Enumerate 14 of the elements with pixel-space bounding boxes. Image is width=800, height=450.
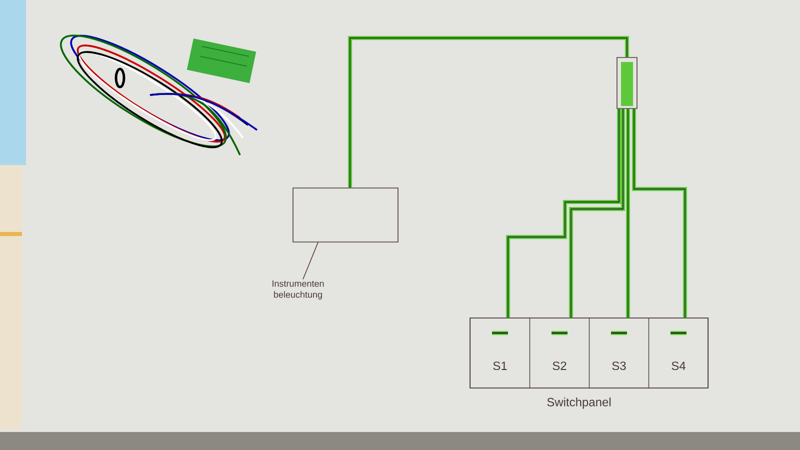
switch-cell: S4 (648, 318, 709, 388)
switch-cell: S3 (588, 318, 650, 388)
switch-cell: S2 (529, 318, 590, 388)
wire (632, 108, 687, 318)
wire (626, 108, 630, 318)
lamp-label: Instrumenten beleuchtung (272, 280, 324, 300)
wire (569, 108, 625, 318)
switch-cell: S1 (470, 318, 530, 388)
lamp-box (292, 188, 398, 242)
wire (506, 108, 621, 318)
connector-box (616, 57, 638, 109)
panel-caption: Switchpanel (547, 398, 611, 409)
wire (348, 36, 629, 188)
leader-line (302, 242, 318, 280)
